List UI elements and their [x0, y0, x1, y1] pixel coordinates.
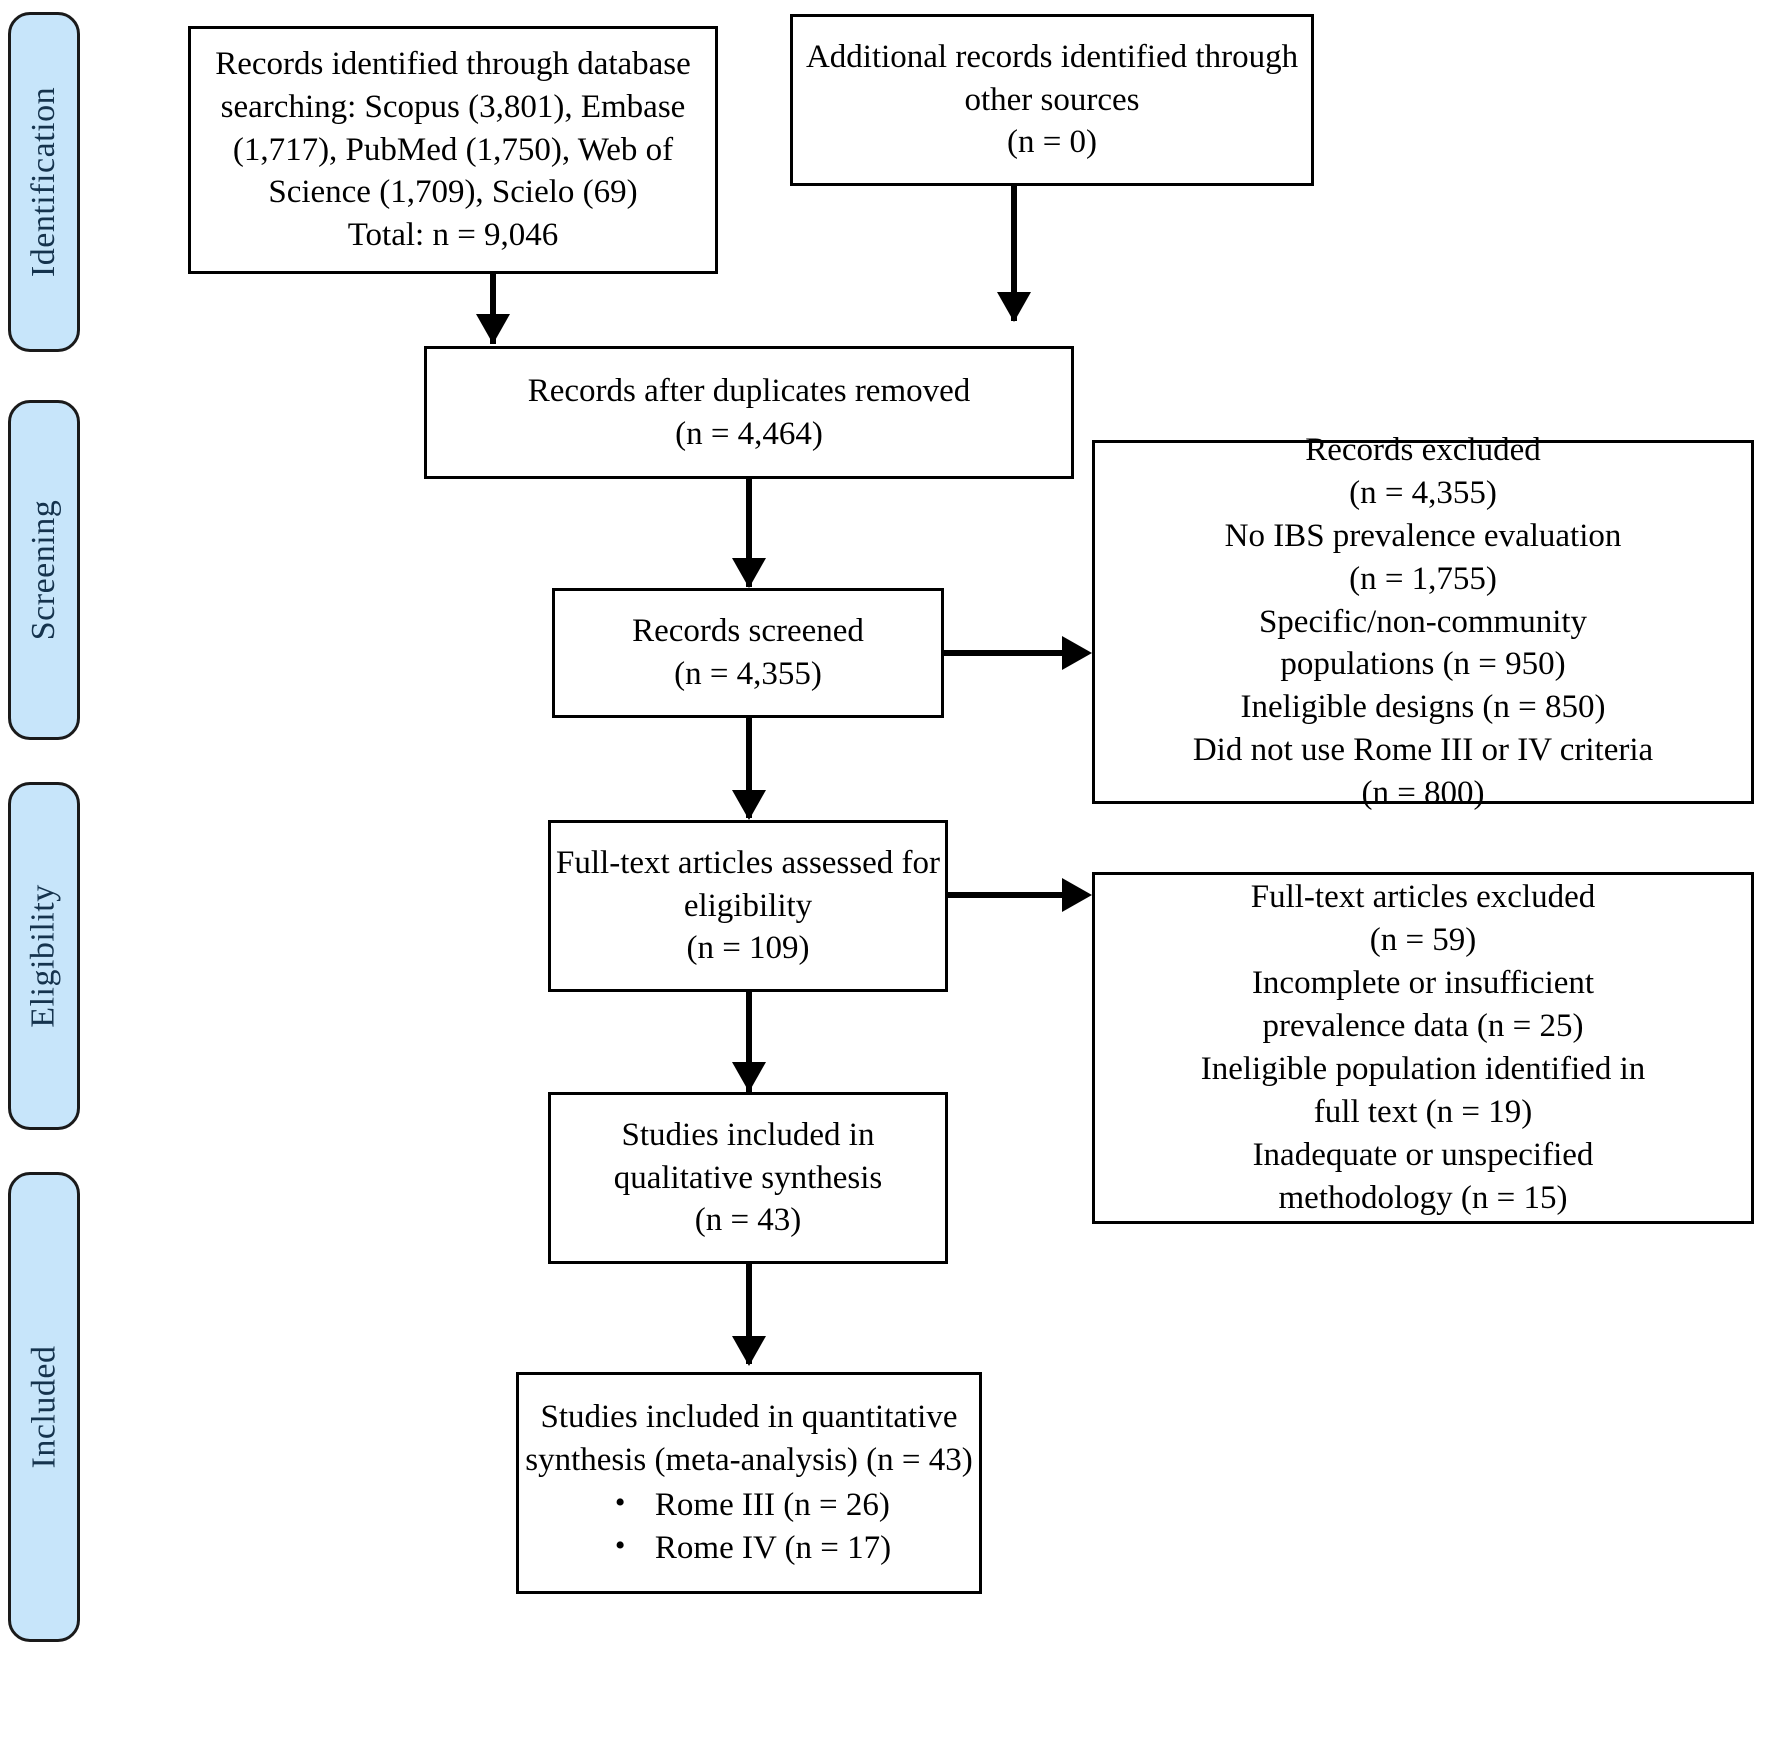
connector-other-sources-to-duplicates — [1011, 186, 1017, 321]
database-search-line-4: Science (1,709), Scielo (69) — [268, 174, 638, 211]
fulltext-excluded-line-1: Full-text articles excluded — [1250, 879, 1596, 916]
records-excluded-line-6: populations (n = 950) — [1280, 646, 1566, 683]
connector-screened-to-excluded — [944, 650, 1070, 656]
box-fulltext-assessed: Full-text articles assessed for eligibil… — [548, 820, 948, 992]
records-excluded-line-1: Records excluded — [1305, 432, 1541, 468]
database-search-line-3: (1,717), PubMed (1,750), Web of — [232, 131, 674, 168]
records-excluded-line-7: Ineligible designs (n = 850) — [1240, 689, 1606, 726]
arrowhead-screened-to-fulltext — [732, 790, 766, 820]
connector-fulltext-to-excluded — [948, 892, 1070, 898]
quantitative-synthesis-bullet-list: Rome III (n = 26) Rome IV (n = 17) — [607, 1483, 891, 1570]
arrowhead-fulltext-to-excluded — [1062, 878, 1092, 912]
box-database-search: Records identified through database sear… — [188, 26, 718, 274]
connector-screened-to-fulltext — [746, 718, 752, 818]
duplicates-removed-line-1: Records after duplicates removed — [527, 372, 971, 409]
qualitative-synthesis-line-1: Studies included in — [621, 1116, 875, 1153]
box-other-sources: Additional records identified through ot… — [790, 14, 1314, 186]
connector-qualitative-to-quantitative — [746, 1264, 752, 1364]
records-screened-line-2: (n = 4,355) — [674, 656, 822, 692]
box-records-excluded: Records excluded (n = 4,355) No IBS prev… — [1092, 432, 1754, 811]
fulltext-excluded-line-7: Inadequate or unspecified — [1252, 1136, 1594, 1173]
arrowhead-duplicates-to-screened — [732, 558, 766, 588]
phase-ribbon-eligibility: Eligibility — [8, 782, 80, 1130]
records-screened-line-1: Records screened — [632, 613, 864, 650]
phase-label-included: Included — [25, 1345, 63, 1469]
records-excluded-line-4: (n = 1,755) — [1349, 560, 1497, 597]
fulltext-excluded-line-4: prevalence data (n = 25) — [1262, 1008, 1584, 1045]
fulltext-excluded-line-3: Incomplete or insufficient — [1251, 965, 1595, 1002]
arrowhead-fulltext-to-qualitative — [732, 1062, 766, 1092]
arrowhead-qualitative-to-quantitative — [732, 1336, 766, 1366]
bullet-rome-iii: Rome III (n = 26) — [607, 1483, 891, 1527]
fulltext-assessed-line-3: (n = 109) — [686, 930, 810, 967]
other-sources-line-1: Additional records identified through — [805, 38, 1299, 75]
phase-ribbon-identification: Identification — [8, 12, 80, 352]
database-search-line-5: Total: n = 9,046 — [347, 217, 559, 254]
arrowhead-screened-to-excluded — [1062, 636, 1092, 670]
duplicates-removed-line-2: (n = 4,464) — [675, 415, 823, 452]
fulltext-assessed-line-1: Full-text articles assessed for — [556, 844, 940, 881]
other-sources-line-2: other sources — [964, 81, 1140, 118]
qualitative-synthesis-line-3: (n = 43) — [694, 1202, 802, 1239]
box-fulltext-excluded: Full-text articles excluded (n = 59) Inc… — [1092, 872, 1754, 1224]
fulltext-excluded-line-5: Ineligible population identified in — [1200, 1051, 1646, 1087]
fulltext-excluded-line-2: (n = 59) — [1369, 922, 1477, 959]
connector-database-to-duplicates — [490, 274, 496, 344]
connector-fulltext-to-qualitative — [746, 992, 752, 1092]
other-sources-line-3: (n = 0) — [1006, 124, 1098, 161]
phase-ribbon-screening: Screening — [8, 400, 80, 740]
records-excluded-line-5: Specific/non-community — [1258, 603, 1588, 640]
records-excluded-line-3: No IBS prevalence evaluation — [1224, 517, 1622, 554]
arrowhead-database-to-duplicates — [476, 314, 510, 344]
connector-duplicates-to-screened — [746, 479, 752, 587]
database-search-line-1: Records identified through database — [215, 45, 691, 82]
phase-label-screening: Screening — [25, 499, 63, 641]
database-search-line-2: searching: Scopus (3,801), Embase — [220, 88, 686, 125]
fulltext-assessed-line-2: eligibility — [683, 887, 813, 924]
records-excluded-line-8: Did not use Rome III or IV criteria — [1192, 732, 1654, 769]
arrowhead-other-sources-to-duplicates — [997, 292, 1031, 322]
quantitative-synthesis-line-1: Studies included in quantitative — [540, 1399, 958, 1436]
box-qualitative-synthesis: Studies included in qualitative synthesi… — [548, 1092, 948, 1264]
records-excluded-line-2: (n = 4,355) — [1349, 474, 1497, 511]
records-excluded-line-9: (n = 800) — [1361, 775, 1485, 812]
quantitative-synthesis-line-2: synthesis (meta-analysis) (n = 43) — [525, 1442, 973, 1479]
box-duplicates-removed: Records after duplicates removed (n = 4,… — [424, 346, 1074, 479]
box-quantitative-synthesis: Studies included in quantitative synthes… — [516, 1372, 982, 1594]
qualitative-synthesis-line-2: qualitative synthesis — [613, 1159, 883, 1196]
fulltext-excluded-line-6: full text (n = 19) — [1313, 1093, 1533, 1130]
phase-label-identification: Identification — [25, 86, 62, 278]
bullet-rome-iv: Rome IV (n = 17) — [607, 1526, 891, 1570]
phase-ribbon-included: Included — [8, 1172, 80, 1642]
phase-label-eligibility: Eligibility — [25, 884, 62, 1028]
box-records-screened: Records screened (n = 4,355) — [552, 588, 944, 718]
fulltext-excluded-line-8: methodology (n = 15) — [1278, 1179, 1568, 1216]
